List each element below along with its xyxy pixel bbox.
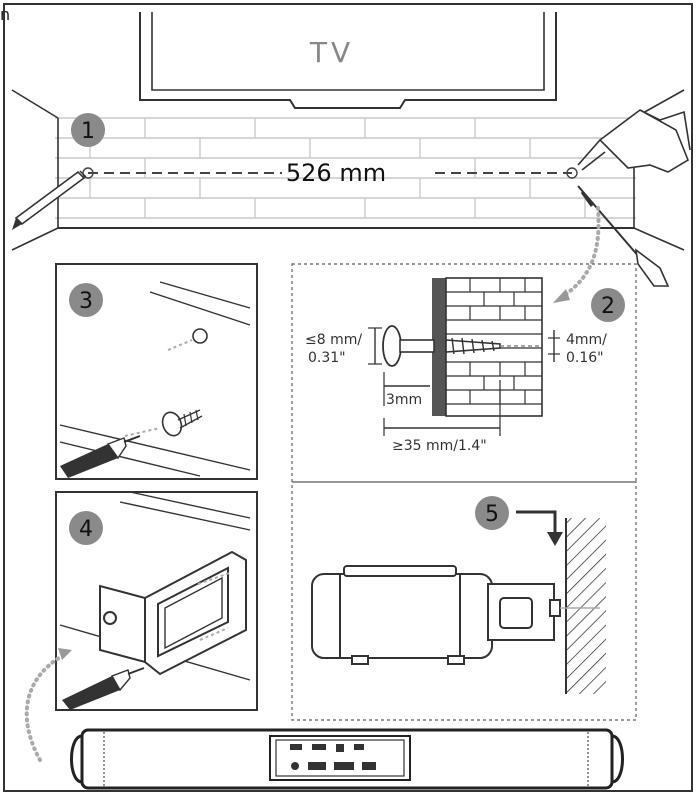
wall-hatch xyxy=(566,518,606,694)
step-3-number: 3 xyxy=(79,289,93,314)
tv-label: TV xyxy=(309,36,354,69)
screwdriver-icon xyxy=(60,435,141,478)
soundbar-front-view xyxy=(70,728,624,790)
step-1-badge: 1 xyxy=(71,113,105,147)
flow-arrow-to-step-2 xyxy=(558,206,601,300)
left-mark-crosshair xyxy=(82,167,94,179)
drywall-section xyxy=(432,278,446,416)
corner-mark: n xyxy=(0,5,10,24)
gap-size: 3mm xyxy=(386,392,422,408)
measurement-line: 526 mm xyxy=(82,159,578,187)
step-2-number: 2 xyxy=(601,294,615,319)
screwdriver-icon xyxy=(62,667,145,710)
step-2-panel: 2 ≤8 mm/ 0.31" 4mm/ 0. xyxy=(291,263,637,483)
soundbar-side-view xyxy=(311,565,561,665)
step-4-number: 4 xyxy=(79,517,93,542)
shaft-size-line-2: 0.16" xyxy=(566,350,604,366)
drill-icon xyxy=(577,109,691,173)
flow-arrow-to-step-4 xyxy=(24,654,64,762)
depth-size: ≥35 mm/1.4" xyxy=(392,438,487,454)
step-4-panel: 4 xyxy=(55,491,258,711)
distance-label: 526 mm xyxy=(286,159,386,187)
outer-frame xyxy=(3,3,693,792)
step-5-panel: 5 xyxy=(291,481,637,721)
step-1-number: 1 xyxy=(81,119,95,144)
nut-icon xyxy=(192,328,208,344)
hang-down-arrow xyxy=(516,510,557,536)
step-3-panel: 3 xyxy=(55,263,258,480)
right-mark-crosshair xyxy=(566,167,578,179)
shaft-size-line-1: 4mm/ xyxy=(566,332,607,348)
tv-screen: TV xyxy=(139,12,557,109)
brick-wall xyxy=(55,117,636,219)
step-5-number: 5 xyxy=(485,502,499,527)
wall-plug-icon xyxy=(577,185,670,287)
wall-bracket-icon xyxy=(99,550,247,676)
head-size-line-1: ≤8 mm/ xyxy=(305,332,362,348)
mounting-screw-icon xyxy=(382,325,501,367)
head-size-line-2: 0.31" xyxy=(308,350,346,366)
pencil-icon xyxy=(12,170,87,230)
screw-icon xyxy=(161,409,203,437)
